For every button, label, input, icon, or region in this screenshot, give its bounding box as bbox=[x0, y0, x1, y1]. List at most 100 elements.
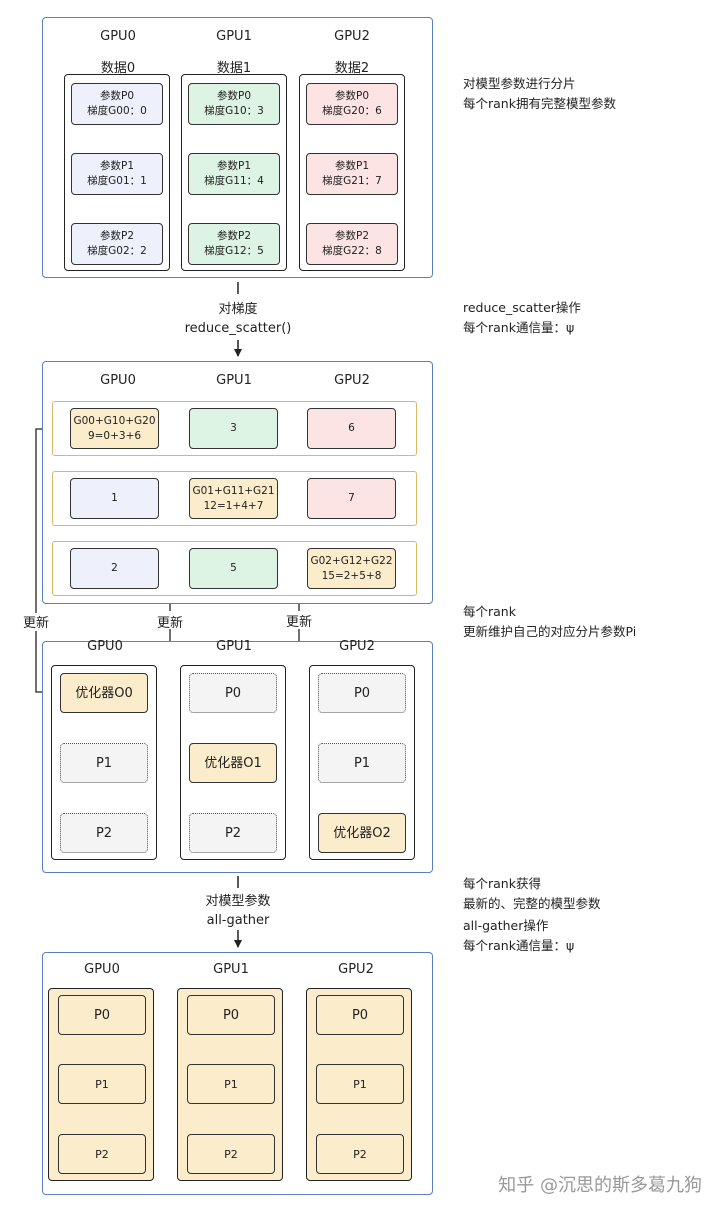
note-result-line1: 每个rank获得 bbox=[463, 876, 541, 891]
cell-line1: G02+G12+G22 bbox=[310, 554, 393, 567]
note-result-line2: 最新的、完整的模型参数 bbox=[463, 896, 601, 911]
note-stage1: 对模型参数进行分片 每个rank拥有完整模型参数 bbox=[463, 74, 616, 114]
stage1-data-label-1: 数据1 bbox=[216, 61, 252, 76]
note-update-line1: 每个rank bbox=[463, 604, 516, 619]
step2-line1: 对模型参数 bbox=[205, 894, 271, 909]
param-name: 参数P1 bbox=[99, 160, 134, 172]
stage2-gpu-label-0: GPU0 bbox=[100, 373, 136, 388]
step2-label: 对模型参数 all-gather bbox=[160, 892, 316, 930]
box-label: P0 bbox=[224, 685, 242, 701]
param-name: 参数P1 bbox=[334, 160, 369, 172]
note-ag-line2: 每个rank通信量：ψ bbox=[463, 938, 575, 953]
watermark: 知乎 @沉思的斯多葛九狗 bbox=[498, 1175, 702, 1196]
param-grad: 梯度G12：5 bbox=[204, 245, 264, 257]
param-grad: 梯度G20：6 bbox=[322, 105, 382, 117]
box-label: P0 bbox=[222, 1007, 240, 1023]
param-name: 参数P1 bbox=[216, 160, 251, 172]
box-label: P1 bbox=[353, 755, 371, 771]
stage2-row-2 bbox=[52, 541, 417, 596]
param-grad: 梯度G00：0 bbox=[87, 105, 147, 117]
update-label-0: 更新 bbox=[22, 616, 49, 631]
stage3-param-box-0-1: P1 bbox=[60, 743, 148, 783]
cell-line1: 5 bbox=[230, 562, 237, 574]
note-rs-line1: reduce_scatter操作 bbox=[463, 300, 581, 315]
optimizer-box-0: 优化器O0 bbox=[60, 673, 148, 713]
note-rs-line2: 每个rank通信量：ψ bbox=[463, 320, 575, 335]
stage1-data-label-0: 数据0 bbox=[100, 61, 136, 76]
stage3-param-box-1-0: P0 bbox=[189, 673, 277, 713]
cell-line1: G00+G10+G20 bbox=[73, 414, 156, 427]
box-label: P2 bbox=[95, 825, 113, 841]
stage2-gpu-label-2: GPU2 bbox=[334, 373, 370, 388]
optimizer-box-2: 优化器O2 bbox=[318, 813, 406, 853]
stage1-param-box-2-2: 参数P2 梯度G22：8 bbox=[306, 223, 398, 265]
param-grad: 梯度G01：1 bbox=[87, 175, 147, 187]
cell-line1: 3 bbox=[230, 422, 237, 434]
param-name: 参数P0 bbox=[334, 90, 369, 102]
stage3-param-box-2-1: P1 bbox=[318, 743, 406, 783]
note-update-line2: 更新维护自己的对应分片参数Pi bbox=[463, 624, 637, 639]
stage3-param-box-2-0: P0 bbox=[318, 673, 406, 713]
stage4-param-box-2-2: P2 bbox=[316, 1134, 404, 1174]
stage2-cell-1-0: 1 bbox=[70, 478, 159, 519]
optimizer-box-1: 优化器O1 bbox=[189, 743, 277, 783]
stage4-gpu-label-0: GPU0 bbox=[84, 962, 120, 977]
step1-line1: 对梯度 bbox=[218, 302, 258, 317]
box-label: P0 bbox=[353, 685, 371, 701]
stage1-data-label-2: 数据2 bbox=[334, 61, 370, 76]
box-label: P2 bbox=[95, 1147, 109, 1161]
cell-line1: 7 bbox=[348, 492, 355, 504]
stage2-cell-2-0: 2 bbox=[70, 548, 159, 589]
update-label-1: 更新 bbox=[156, 616, 183, 631]
cell-line2: 15=2+5+8 bbox=[321, 569, 382, 582]
box-label: P2 bbox=[224, 1147, 238, 1161]
stage2-cell-1-1: G01+G11+G21 12=1+4+7 bbox=[189, 478, 278, 519]
box-label: P1 bbox=[353, 1077, 367, 1091]
cell-line1: 1 bbox=[111, 492, 118, 504]
stage1-param-box-0-1: 参数P1 梯度G01：1 bbox=[71, 153, 163, 195]
stage2-cell-2-2: G02+G12+G22 15=2+5+8 bbox=[307, 548, 396, 589]
cell-line1: G01+G11+G21 bbox=[192, 484, 275, 497]
stage3-gpu-label-1: GPU1 bbox=[216, 639, 252, 654]
note-ag-line1: all-gather操作 bbox=[463, 918, 549, 933]
step2-line2: all-gather bbox=[206, 913, 270, 928]
param-name: 参数P2 bbox=[334, 230, 369, 242]
box-label: P2 bbox=[353, 1147, 367, 1161]
stage3-gpu-label-2: GPU2 bbox=[339, 639, 375, 654]
stage3-gpu-label-0: GPU0 bbox=[87, 639, 123, 654]
box-label: P1 bbox=[95, 755, 113, 771]
stage2-row-0 bbox=[52, 401, 417, 456]
stage4-param-box-1-2: P2 bbox=[187, 1134, 275, 1174]
stage2-gpu-label-1: GPU1 bbox=[216, 373, 252, 388]
param-name: 参数P2 bbox=[99, 230, 134, 242]
note-stage1-line1: 对模型参数进行分片 bbox=[463, 76, 576, 91]
param-grad: 梯度G22：8 bbox=[322, 245, 382, 257]
box-label: 优化器O0 bbox=[75, 685, 133, 701]
param-name: 参数P0 bbox=[216, 90, 251, 102]
note-reduce-scatter: reduce_scatter操作 每个rank通信量：ψ bbox=[463, 298, 581, 338]
update-label-2: 更新 bbox=[285, 615, 312, 630]
stage1-gpu-label-1: GPU1 bbox=[216, 29, 252, 44]
box-label: P0 bbox=[351, 1007, 369, 1023]
stage2-cell-1-2: 7 bbox=[307, 478, 396, 519]
stage3-param-box-0-2: P2 bbox=[60, 813, 148, 853]
stage4-param-box-2-0: P0 bbox=[316, 995, 404, 1035]
param-grad: 梯度G21：7 bbox=[322, 175, 382, 187]
stage2-row-1 bbox=[52, 471, 417, 526]
box-label: P1 bbox=[224, 1077, 238, 1091]
stage1-gpu-label-0: GPU0 bbox=[100, 29, 136, 44]
note-update: 每个rank 更新维护自己的对应分片参数Pi bbox=[463, 602, 636, 642]
box-label: 优化器O2 bbox=[333, 825, 391, 841]
box-label: P0 bbox=[93, 1007, 111, 1023]
cell-line1: 6 bbox=[348, 422, 355, 434]
cell-line2: 12=1+4+7 bbox=[203, 499, 264, 512]
step1-line2: reduce_scatter() bbox=[184, 321, 292, 336]
note-all-gather: all-gather操作 每个rank通信量：ψ bbox=[463, 916, 574, 956]
stage4-gpu-label-1: GPU1 bbox=[213, 962, 249, 977]
stage2-cell-0-2: 6 bbox=[307, 408, 396, 449]
